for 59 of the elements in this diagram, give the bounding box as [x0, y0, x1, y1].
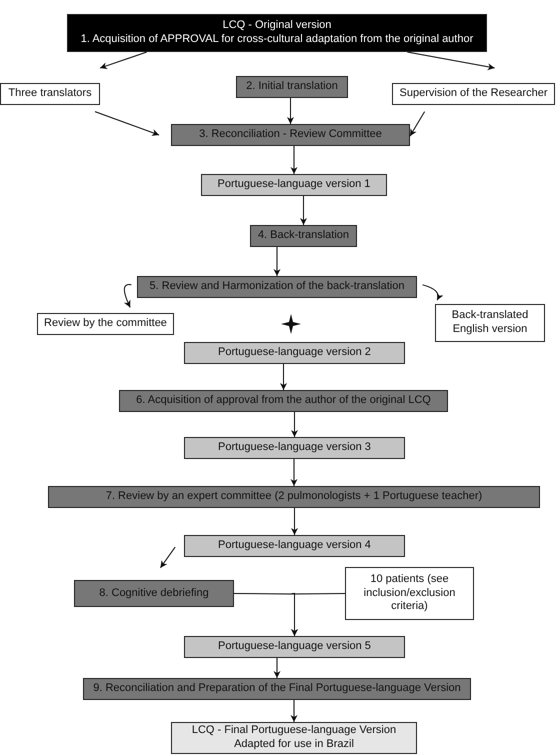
arrow	[406, 52, 496, 70]
node-text: Review by the committee	[44, 317, 167, 331]
note-box	[345, 567, 474, 620]
version-box	[201, 174, 387, 196]
arrow	[422, 284, 443, 301]
version-box	[184, 437, 405, 459]
node-text: Back-translated English version	[450, 309, 530, 337]
node-text: Supervision of the Researcher	[400, 87, 548, 101]
note-box	[392, 83, 555, 105]
arrow	[280, 364, 287, 390]
node-text: 10 patients (see inclusion/exclusion criteria)	[362, 572, 456, 614]
arrow	[291, 412, 298, 438]
note-box	[37, 313, 174, 335]
version-box	[184, 535, 405, 557]
process-box	[137, 276, 417, 298]
arrow	[290, 700, 298, 722]
node-text: 6. Acquisition of approval from the author of the original LCQ	[136, 394, 431, 408]
node-text: LCQ - Original version	[222, 19, 332, 33]
node-text: 7. Review by an expert committee (2 pulmonologists + 1 Portuguese teacher)	[106, 490, 482, 504]
arrow	[290, 592, 346, 636]
process-box	[236, 76, 348, 98]
process-box	[171, 124, 410, 146]
node-text: 8. Cognitive debriefing	[99, 586, 209, 600]
node-text: Portuguese-language version 2	[218, 346, 371, 360]
node-text: Portuguese-language version 3	[218, 441, 371, 455]
arrow	[274, 246, 280, 276]
node-text: Portuguese-language version 4	[218, 539, 371, 553]
node-text: 2. Initial translation	[246, 80, 338, 94]
node-text: LCQ - Final Portuguese-language Version Adapted for use in Brazil	[190, 724, 398, 752]
process-box	[119, 390, 448, 412]
node-text: 1. Acquisition of APPROVAL for cross-cultural adaptation from the original author	[80, 33, 474, 47]
node-text: Three translators	[8, 87, 92, 101]
arrow	[410, 111, 426, 137]
node-text: 9. Reconciliation and Preparation of the Final Portuguese-language Version	[93, 682, 461, 696]
arrow	[290, 458, 298, 486]
result-box	[171, 722, 417, 754]
arrow	[100, 52, 148, 70]
version-box	[184, 636, 405, 658]
arrow	[274, 658, 280, 678]
process-box	[250, 225, 357, 247]
node-text: 3. Reconciliation - Review Committee	[199, 128, 382, 142]
note-box	[435, 304, 545, 342]
arrow	[287, 98, 294, 124]
arrow	[160, 546, 176, 568]
node-text: 5. Review and Harmonization of the back-translation	[150, 280, 404, 294]
arrow	[124, 284, 132, 308]
node-text: 4. Back-translation	[258, 229, 350, 243]
process-box	[48, 486, 540, 508]
arrow	[94, 111, 160, 136]
arrow	[290, 146, 298, 174]
node-text: Portuguese-language version 5	[218, 640, 371, 654]
note-box	[0, 83, 100, 105]
process-box	[74, 580, 234, 607]
arrow	[291, 508, 298, 536]
node-text: Portuguese-language version 1	[218, 178, 370, 192]
arrow	[300, 196, 307, 226]
version-box	[184, 342, 405, 364]
process-box	[83, 678, 471, 700]
process-box	[67, 14, 487, 52]
